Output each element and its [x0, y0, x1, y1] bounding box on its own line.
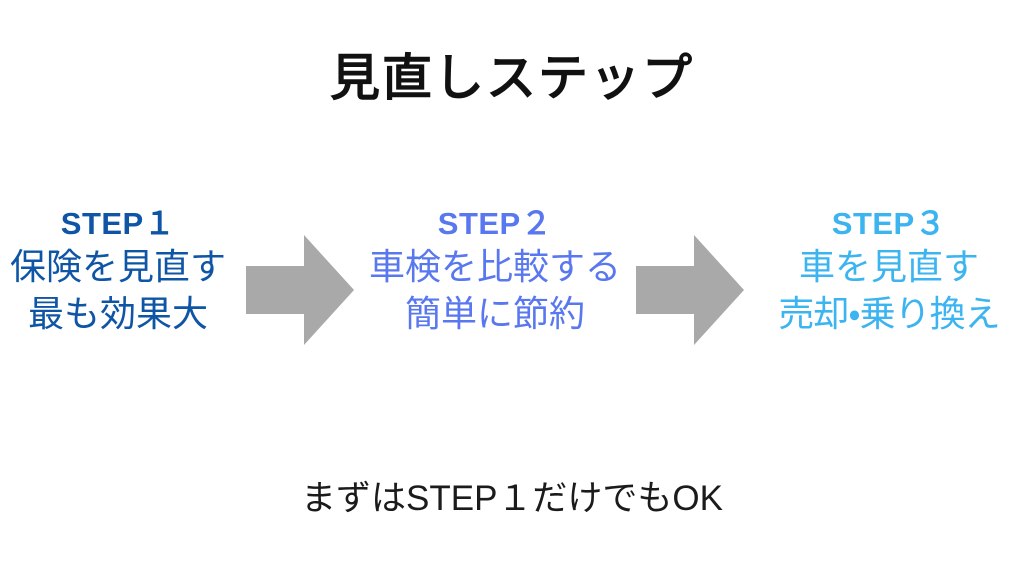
step-card-1: STEP１ 保険を見直す 最も効果大 — [0, 205, 236, 337]
arrow-right-icon-2 — [636, 235, 744, 345]
step-3-line-2: 売却・乗り換え — [778, 292, 1000, 334]
step-1-line-1: 保険を見直す — [9, 245, 226, 287]
step-2-line-2: 簡単に節約 — [404, 292, 585, 334]
step-card-2: STEP２ 車検を比較する 簡単に節約 — [364, 205, 626, 337]
step-3-label: STEP３ — [831, 206, 947, 241]
arrow-right-icon-1 — [246, 235, 354, 345]
page-title: 見直しステップ — [330, 50, 694, 106]
step-card-3: STEP３ 車を見直す 売却・乗り換え — [754, 205, 1024, 337]
step-2-label: STEP２ — [437, 206, 553, 241]
footer-note: まずはSTEP１だけでもOK — [301, 479, 723, 518]
arrow-slot-2 — [634, 205, 746, 345]
step-2-line-1: 車検を比較する — [368, 245, 621, 287]
step-3-line-1: 車を見直す — [798, 245, 979, 287]
step-1-label: STEP１ — [60, 206, 176, 241]
arrow-slot-1 — [244, 205, 356, 345]
steps-row: STEP１ 保険を見直す 最も効果大 STEP２ 車検を比較する 簡単に節約 S… — [0, 205, 1024, 375]
step-1-line-2: 最も効果大 — [27, 292, 208, 334]
